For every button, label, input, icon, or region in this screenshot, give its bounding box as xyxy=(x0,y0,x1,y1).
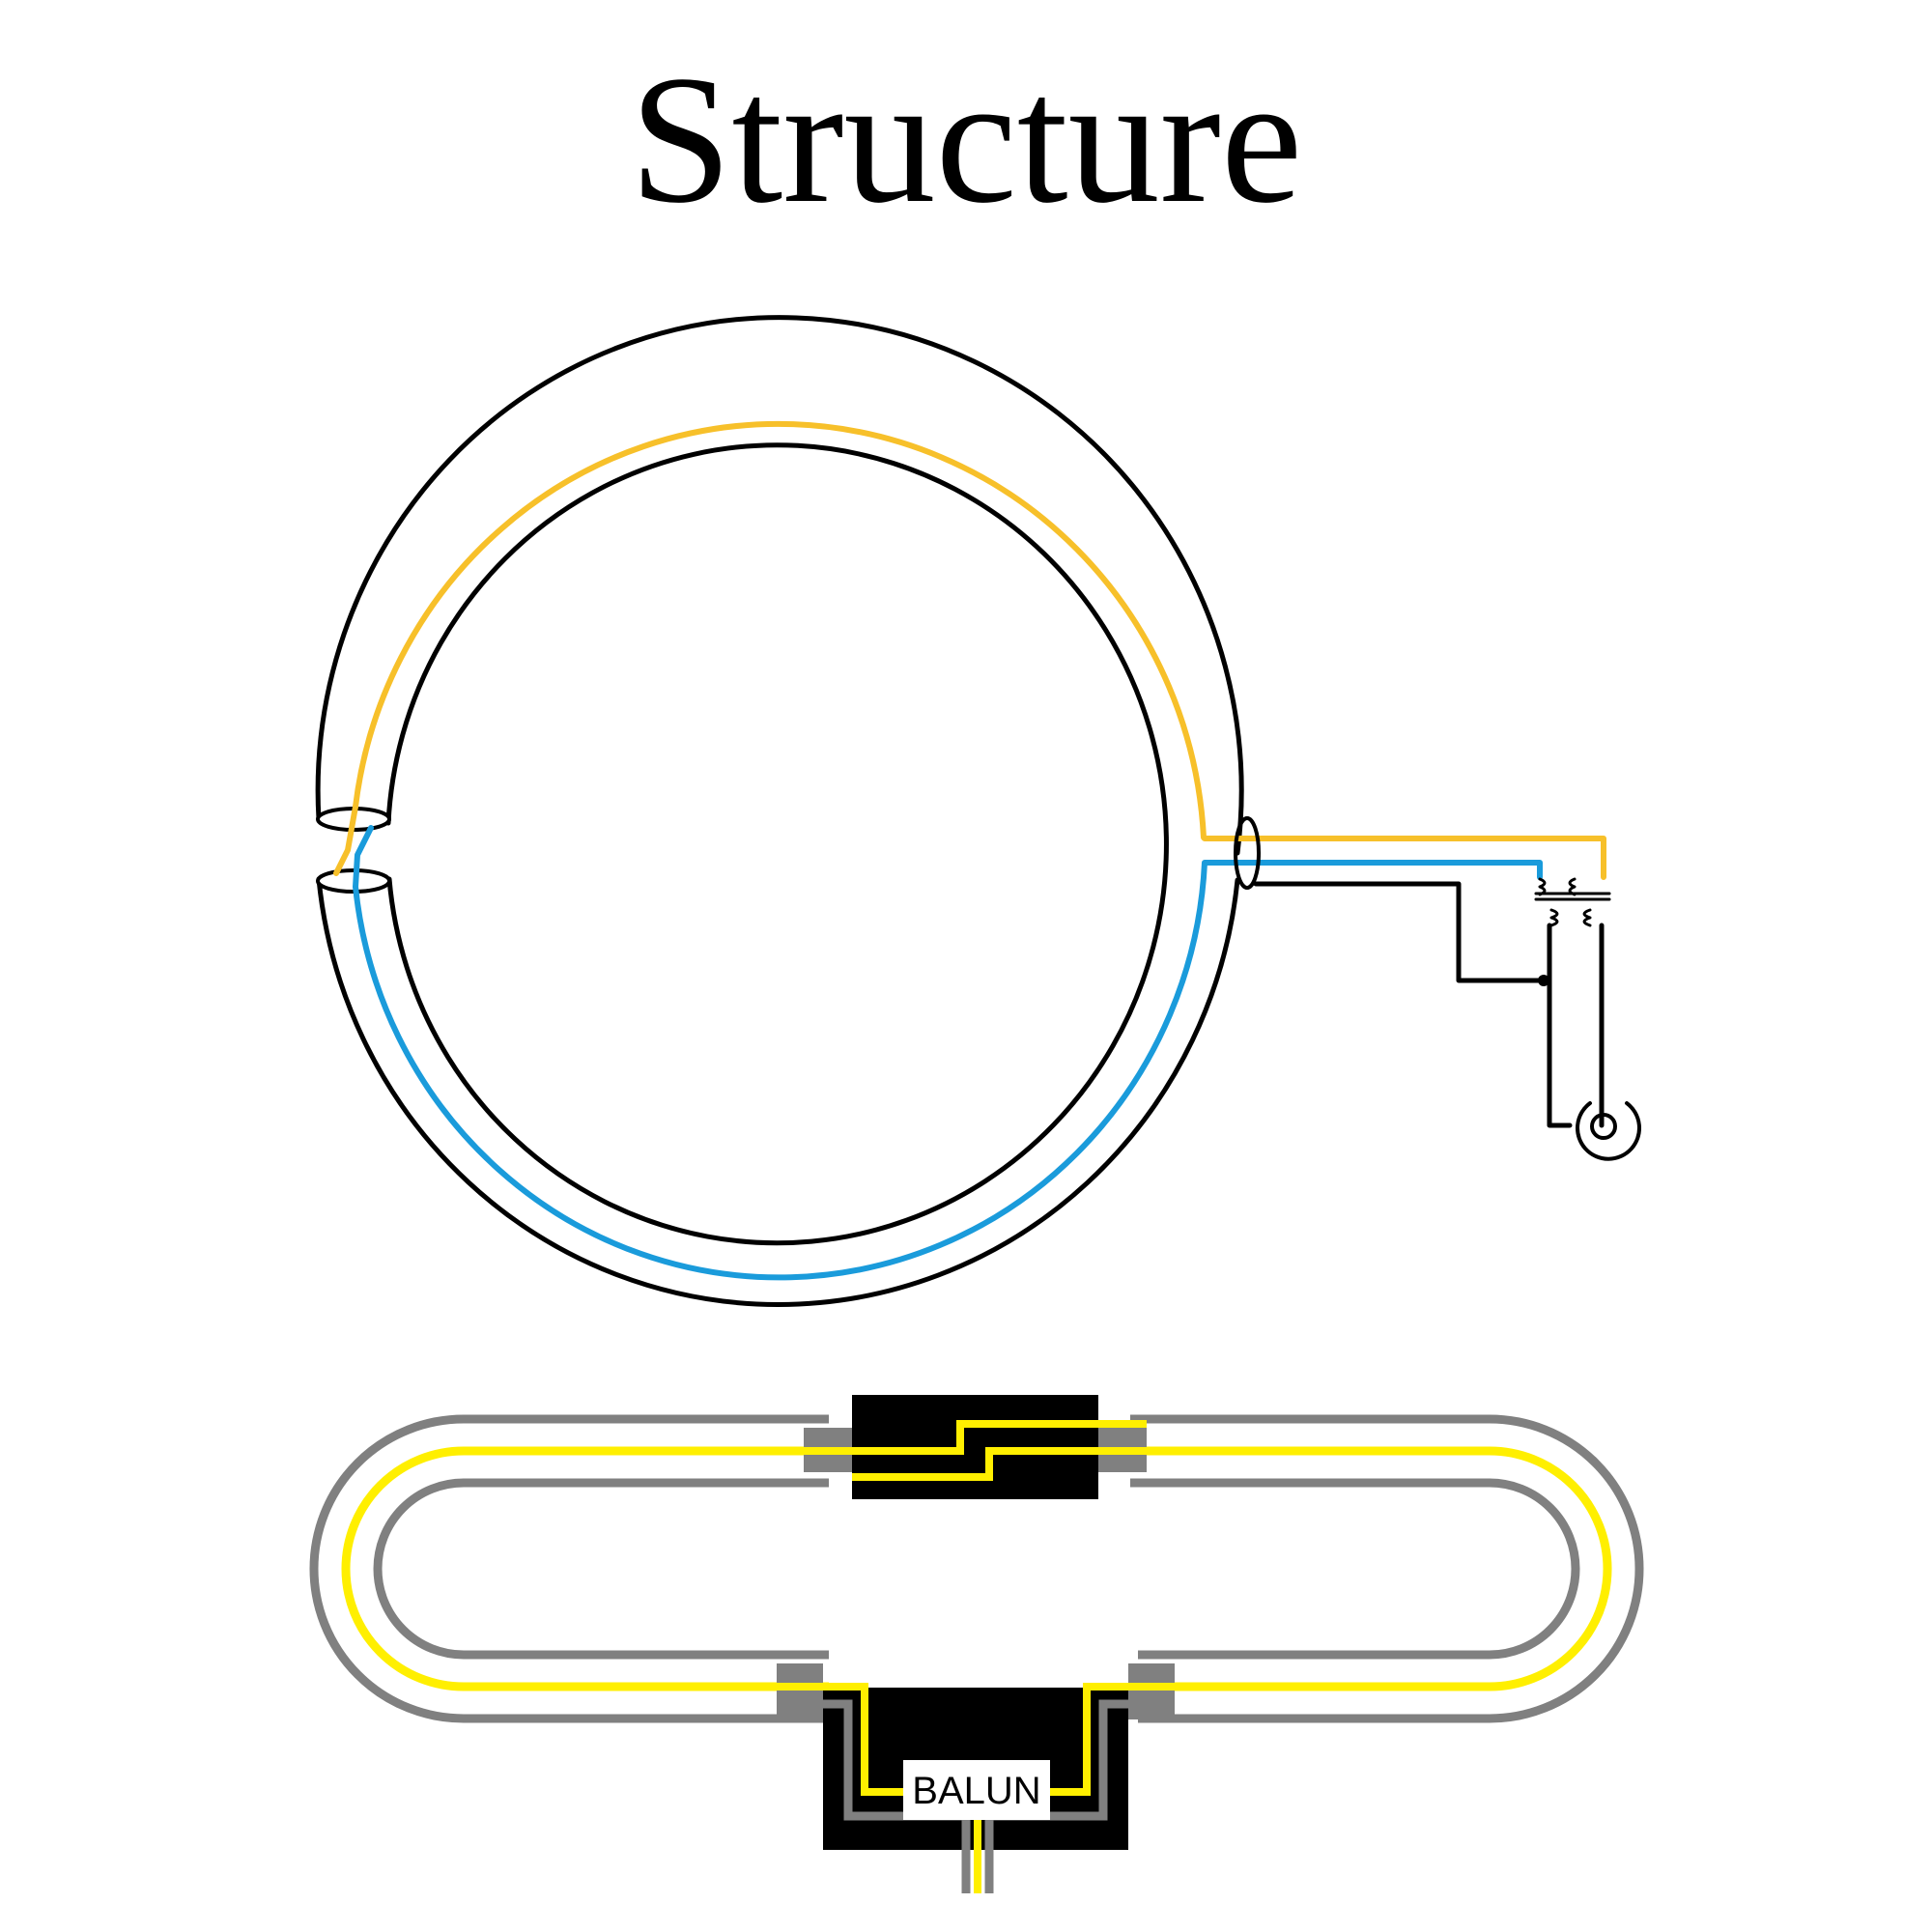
page-title: Structure xyxy=(629,39,1303,242)
transformer-primary-lead xyxy=(1547,923,1573,1128)
coax-core-loop xyxy=(341,1446,1612,1691)
upper-conductor-crossover xyxy=(333,804,358,876)
upper-conductor xyxy=(353,420,1606,880)
loop-outer-wall xyxy=(315,315,1244,856)
top-gap-housing xyxy=(804,1395,1147,1499)
lower-conductor xyxy=(353,860,1543,1281)
loop-inner-wall xyxy=(385,442,1169,1246)
balun-housing: BALUN xyxy=(777,1663,1175,1893)
ground-line xyxy=(1253,881,1547,983)
shielded-loop-antenna: BALUN xyxy=(309,1395,1644,1893)
transformer-symbol xyxy=(1534,877,1611,927)
shield-inner xyxy=(373,1478,1580,1660)
coax-connector-icon xyxy=(1576,1101,1641,1161)
balun-label-box xyxy=(903,1760,1050,1820)
loop-outer-wall-lower xyxy=(316,876,1240,1307)
balun-label: BALUN xyxy=(912,1770,1040,1812)
shield-outer xyxy=(309,1414,1644,1723)
feed-coax-opening xyxy=(1234,816,1261,890)
lower-conductor-crossover xyxy=(353,825,374,890)
circular-loop-antenna xyxy=(315,315,1641,1307)
junction-dot xyxy=(1538,975,1549,986)
